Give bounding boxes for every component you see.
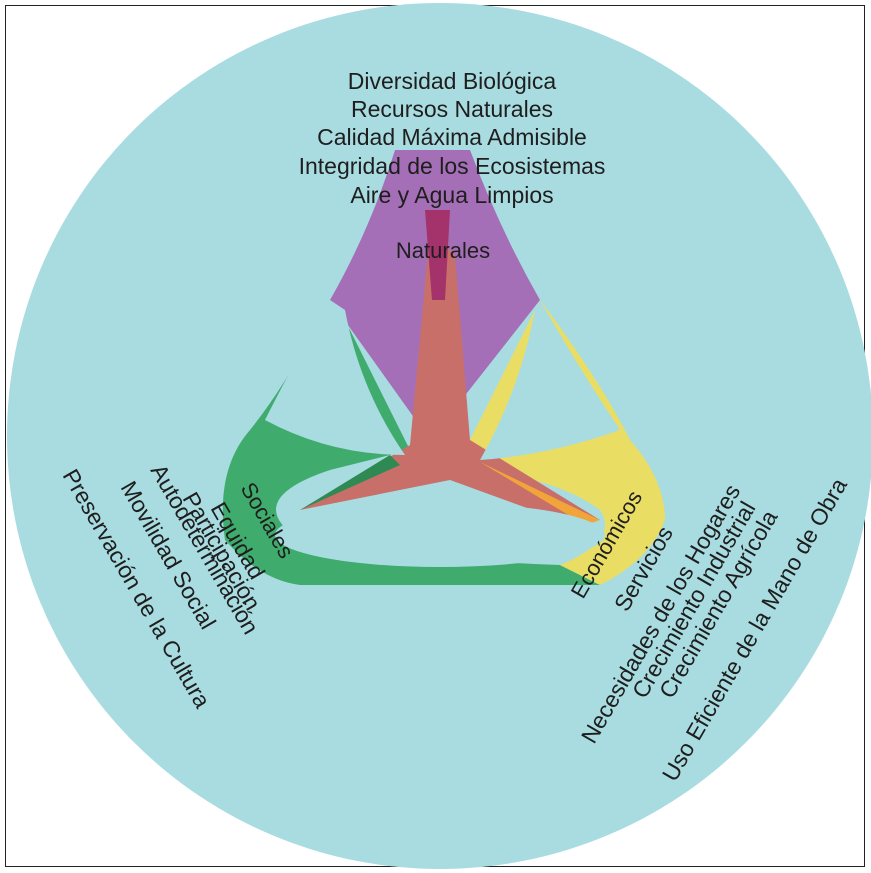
inner-loop (290, 300, 330, 360)
economic-core (480, 462, 600, 525)
natural-core (425, 210, 450, 300)
social-core (300, 455, 400, 510)
lower-hole (275, 503, 605, 567)
natural-item: Integridad de los Ecosistemas (299, 153, 606, 179)
natural-title: Naturales (396, 238, 490, 263)
right-hole (480, 300, 620, 460)
natural-label-group: Diversidad Biológica Recursos Naturales … (299, 68, 606, 263)
natural-item: Diversidad Biológica (348, 68, 557, 94)
natural-item: Recursos Naturales (351, 96, 553, 122)
left-hole (265, 300, 405, 455)
center-star (300, 230, 600, 520)
natural-item: Aire y Agua Limpios (350, 182, 553, 208)
natural-item: Calidad Máxima Admisible (317, 124, 587, 150)
